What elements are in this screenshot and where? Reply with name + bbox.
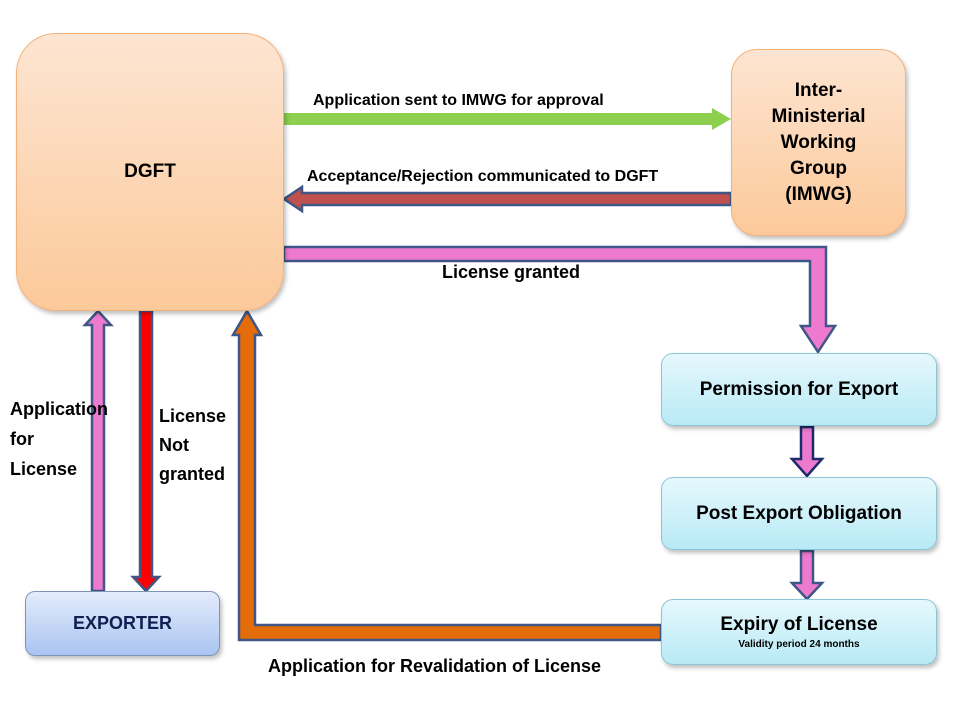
edge-label-line: granted xyxy=(159,464,226,484)
arrow-revalidation xyxy=(230,308,663,642)
edge-label-line: Not xyxy=(159,435,189,455)
node-expiry-of-license: Expiry of License Validity period 24 mon… xyxy=(661,599,937,665)
arrow-license-granted xyxy=(282,245,838,355)
edge-label-line: License xyxy=(10,459,78,479)
node-imwg-line: (IMWG) xyxy=(785,183,852,205)
arrow-application-to-imwg xyxy=(284,108,731,130)
node-expiry-label: Expiry of License xyxy=(720,614,878,635)
node-dgft: DGFT xyxy=(16,33,284,311)
node-imwg-line: Inter- xyxy=(794,79,843,101)
edge-label-revalidation: Application for Revalidation of License xyxy=(268,656,602,676)
edge-label-license-granted: License granted xyxy=(442,262,581,282)
node-imwg-line: Group xyxy=(790,157,847,179)
node-imwg: Inter- Ministerial Working Group (IMWG) xyxy=(731,49,906,236)
arrow-application-for-license xyxy=(82,309,114,593)
node-permission-for-export: Permission for Export xyxy=(661,353,937,426)
arrow-obligation-to-expiry xyxy=(789,549,825,601)
arrow-acceptance-rejection xyxy=(281,184,733,214)
node-obligation-label: Post Export Obligation xyxy=(696,502,902,524)
edge-label-application-to-imwg: Application sent to IMWG for approval xyxy=(313,92,604,109)
edge-label-application-for-license: Application for License xyxy=(10,394,130,484)
edge-label-line: License xyxy=(159,406,227,426)
node-expiry-sublabel: Validity period 24 months xyxy=(738,639,860,650)
arrow-license-not-granted xyxy=(130,309,162,593)
arrow-permission-to-obligation xyxy=(789,425,825,478)
edge-label-line: Application xyxy=(10,399,108,419)
node-post-export-obligation: Post Export Obligation xyxy=(661,477,937,550)
edge-label-license-not-granted: License Not granted xyxy=(159,402,239,489)
node-exporter-label: EXPORTER xyxy=(72,613,173,633)
node-exporter: EXPORTER xyxy=(25,591,220,656)
node-imwg-line: Ministerial xyxy=(771,105,866,127)
edge-label-acceptance-rejection: Acceptance/Rejection communicated to DGF… xyxy=(307,168,659,185)
node-dgft-label: DGFT xyxy=(124,161,176,182)
node-permission-label: Permission for Export xyxy=(699,378,899,400)
node-imwg-line: Working xyxy=(780,131,857,153)
edge-label-line: for xyxy=(10,429,34,449)
